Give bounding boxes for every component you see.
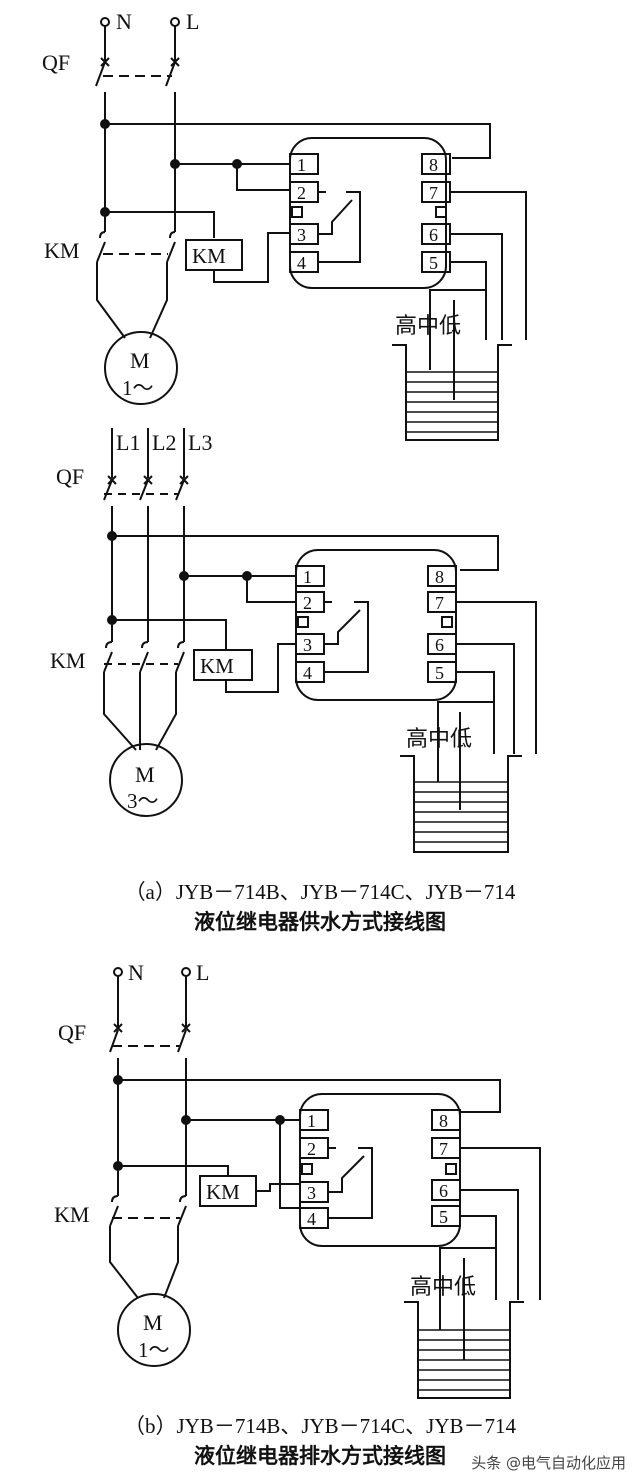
caption-a-line1: （a）JYB－714B、JYB－714C、JYB－714	[124, 880, 516, 904]
caption-b-line2: 液位继电器排水方式接线图	[194, 1444, 446, 1468]
pin-4: 4	[303, 663, 312, 683]
watermark: 头条 @电气自动化应用	[471, 1454, 626, 1472]
pin-7: 7	[439, 1139, 448, 1159]
contactor-km-label: KM	[44, 238, 79, 263]
breaker-qf-label: QF	[56, 464, 84, 489]
pin-4: 4	[307, 1209, 316, 1229]
pin-1: 1	[303, 567, 312, 587]
pin-8: 8	[439, 1111, 448, 1131]
coil-km-label: KM	[200, 654, 234, 678]
coil-km-label: KM	[206, 1180, 240, 1204]
pin-7: 7	[429, 183, 438, 203]
diagram-a2: L1 L2 L3 QF KM KM M 3～ 1 2	[50, 428, 537, 853]
pin-1: 1	[307, 1111, 316, 1131]
pin-2: 2	[303, 593, 312, 613]
coil-km-label: KM	[192, 244, 226, 268]
terminal-l2-label: L2	[152, 430, 176, 455]
contactor-km-label: KM	[50, 648, 85, 673]
pin-8: 8	[435, 567, 444, 587]
diagram-a1: N L QF KM KM M 1～	[42, 9, 527, 441]
pin-6: 6	[429, 225, 438, 245]
terminal-n-label: N	[128, 960, 144, 985]
pin-5: 5	[435, 663, 444, 683]
terminal-l-label: L	[186, 9, 199, 34]
pin-6: 6	[435, 635, 444, 655]
pin-2: 2	[307, 1139, 316, 1159]
diagram-b: N L QF KM KM M 1～ 1 2 3	[54, 960, 541, 1399]
motor-label: M	[130, 348, 150, 373]
pin-3: 3	[297, 225, 306, 245]
pin-3: 3	[307, 1183, 316, 1203]
electrode-labels: 高中低	[395, 314, 461, 339]
pin-6: 6	[439, 1181, 448, 1201]
contactor-km-label: KM	[54, 1202, 89, 1227]
pin-3: 3	[303, 635, 312, 655]
electrode-labels: 高中低	[406, 727, 472, 752]
motor-label: M	[143, 1310, 163, 1335]
pin-1: 1	[297, 155, 306, 175]
motor-phase-label: 1～	[122, 376, 154, 400]
motor-phase-label: 1～	[138, 1338, 170, 1362]
motor-label: M	[135, 762, 155, 787]
pin-2: 2	[297, 183, 306, 203]
terminal-n-label: N	[116, 9, 132, 34]
caption-b-line1: （b）JYB－714B、JYB－714C、JYB－714	[123, 1414, 517, 1438]
terminal-l1-label: L1	[116, 430, 140, 455]
breaker-qf-label: QF	[42, 50, 70, 75]
breaker-qf-label: QF	[58, 1020, 86, 1045]
caption-a-line2: 液位继电器供水方式接线图	[194, 910, 446, 934]
motor-phase-label: 3～	[127, 789, 159, 813]
pin-7: 7	[435, 593, 444, 613]
terminal-l3-label: L3	[188, 430, 212, 455]
pin-5: 5	[439, 1207, 448, 1227]
pin-4: 4	[297, 253, 306, 273]
pin-8: 8	[429, 155, 438, 175]
electrode-labels: 高中低	[410, 1275, 476, 1300]
terminal-l-label: L	[196, 960, 209, 985]
pin-5: 5	[429, 253, 438, 273]
